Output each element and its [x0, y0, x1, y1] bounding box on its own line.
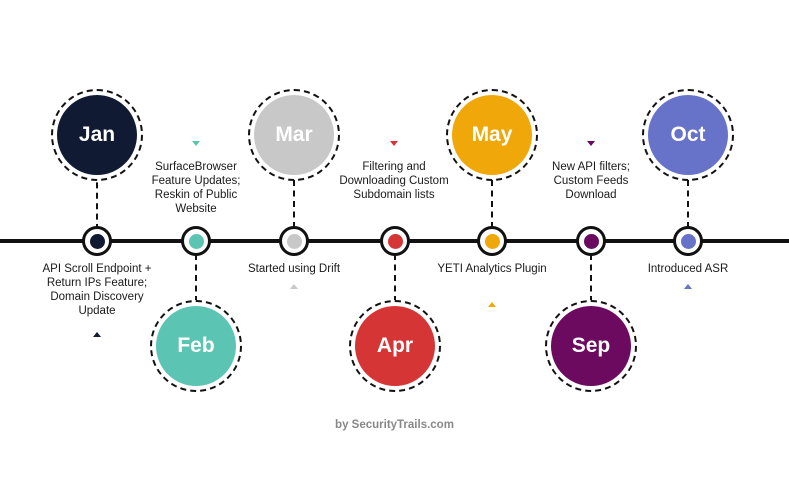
- month-ring-oct: Oct: [642, 89, 734, 181]
- dot-fill-jan: [89, 233, 105, 249]
- month-ring-may: May: [446, 89, 538, 181]
- month-circle-mar: Mar: [254, 95, 334, 175]
- event-description-feb: SurfaceBrowser Feature Updates; Reskin o…: [151, 161, 241, 215]
- month-ring-sep: Sep: [545, 300, 637, 392]
- marker-triangle-jan: [93, 332, 101, 337]
- month-circle-apr: Apr: [355, 306, 435, 386]
- event-description-sep: New API filters; Custom Feeds Download: [552, 161, 630, 201]
- event-description-apr: Filtering and Downloading Custom Subdoma…: [339, 161, 449, 201]
- dot-fill-apr: [387, 233, 403, 249]
- marker-triangle-apr: [390, 141, 398, 146]
- timeline-dot-jan[interactable]: [82, 226, 112, 256]
- marker-triangle-sep: [587, 141, 595, 146]
- marker-triangle-oct: [684, 284, 692, 289]
- connector-mar: [293, 180, 295, 228]
- dot-fill-oct: [680, 233, 696, 249]
- dot-fill-mar: [286, 233, 302, 249]
- month-circle-sep: Sep: [551, 306, 631, 386]
- marker-triangle-mar: [290, 284, 298, 289]
- timeline-dot-oct[interactable]: [673, 226, 703, 256]
- timeline-dot-may[interactable]: [477, 226, 507, 256]
- month-ring-feb: Feb: [150, 300, 242, 392]
- marker-triangle-feb: [192, 141, 200, 146]
- event-description-oct: Introduced ASR: [647, 263, 729, 275]
- connector-jan: [96, 172, 98, 230]
- month-circle-oct: Oct: [648, 95, 728, 175]
- timeline-dot-feb[interactable]: [181, 226, 211, 256]
- dot-fill-feb: [188, 233, 204, 249]
- dot-fill-may: [484, 233, 500, 249]
- connector-oct: [687, 180, 689, 228]
- timeline-dot-apr[interactable]: [380, 226, 410, 256]
- connector-sep: [590, 254, 592, 302]
- month-ring-mar: Mar: [248, 89, 340, 181]
- marker-triangle-may: [488, 302, 496, 307]
- dot-fill-sep: [583, 233, 599, 249]
- month-circle-may: May: [452, 95, 532, 175]
- event-description-mar: Started using Drift: [247, 263, 341, 275]
- month-ring-apr: Apr: [349, 300, 441, 392]
- credit-text: by SecurityTrails.com: [335, 419, 454, 431]
- month-ring-jan: Jan: [51, 89, 143, 181]
- event-description-jan: API Scroll Endpoint + Return IPs Feature…: [42, 263, 152, 317]
- month-circle-jan: Jan: [57, 95, 137, 175]
- timeline-dot-sep[interactable]: [576, 226, 606, 256]
- timeline-dot-mar[interactable]: [279, 226, 309, 256]
- connector-feb: [195, 254, 197, 302]
- connector-apr: [394, 254, 396, 302]
- event-description-may: YETI Analytics Plugin: [437, 263, 547, 275]
- connector-may: [491, 180, 493, 228]
- month-circle-feb: Feb: [156, 306, 236, 386]
